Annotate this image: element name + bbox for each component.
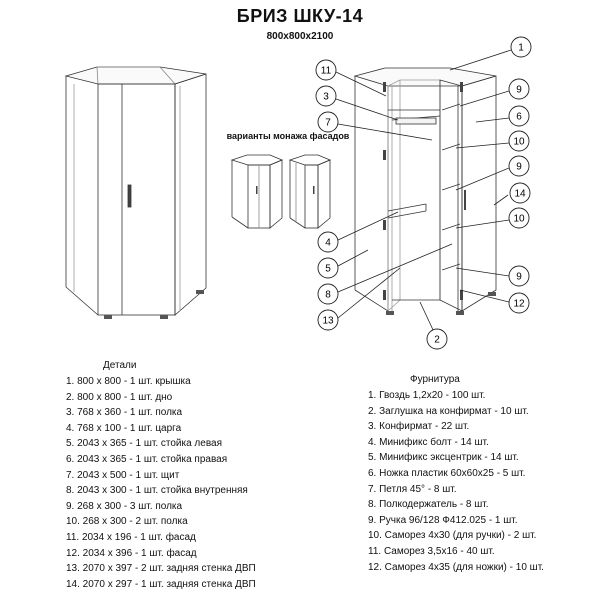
callout-11: 11 [315,59,337,81]
svg-text:4: 4 [325,238,331,249]
parts-list-item: 11. 2034 х 196 - 1 шт. фасад [66,531,196,543]
parts-list-item: 1. 800 х 800 - 1 шт. крышка [66,376,191,387]
callout-leaders [335,49,512,333]
page-title: БРИЗ ШКУ-14 [236,6,364,26]
callout-3: 3 [315,85,337,107]
callout-8: 8 [317,283,339,305]
svg-text:2: 2 [434,335,440,346]
hardware-list-item: 1. Гвоздь 1,2х20 - 100 шт. [368,390,486,401]
parts-list-item: 8. 2043 х 300 - 1 шт. стойка внутренняя [66,485,248,497]
callout-2: 2 [426,328,448,350]
svg-text:10: 10 [513,137,525,148]
hardware-list-item: 10. Саморез 4х30 (для ручки) - 2 шт. [368,530,537,542]
parts-list-item: 10. 268 х 300 - 2 шт. полка [66,516,188,528]
parts-list-item: 12. 2034 х 396 - 1 шт. фасад [66,547,197,559]
hardware-list-item: 9. Ручка 96/128 Ф412.025 - 1 шт. [368,514,518,526]
hardware-list-item: 3. Конфирмат - 22 шт. [368,421,470,433]
svg-text:7: 7 [325,118,331,129]
svg-text:9: 9 [516,272,522,283]
facade-variant-b [288,154,332,229]
hardware-list-item: 12. Саморез 4х35 (для ножки) - 10 шт. [368,561,544,573]
callout-9-middle: 9 [508,155,530,177]
svg-text:3: 3 [323,92,329,103]
callout-9-bottom: 9 [508,265,530,287]
hardware-list-item: 8. Полкодержатель - 8 шт. [368,499,489,511]
hardware-list-item: 2. Заглушка на конфирмат - 10 шт. [368,405,529,417]
svg-text:9: 9 [516,85,522,96]
callout-12: 12 [508,292,530,314]
parts-list-item: 5. 2043 х 365 - 1 шт. стойка левая [66,438,223,450]
hardware-list-item: 11. Саморез 3,5х16 - 40 шт. [368,545,495,557]
svg-text:13: 13 [322,316,334,327]
facade-variants-label: варианты монажа фасадов [226,131,350,141]
svg-text:8: 8 [325,290,331,301]
callout-10-bottom: 10 [508,207,530,229]
parts-list-item: 14. 2070 х 297 - 1 шт. задняя стенка ДВП [66,578,256,590]
callout-markers: 1 11 3 7 9 6 10 9 14 10 4 5 8 9 12 13 2 [315,36,532,350]
callout-5: 5 [317,257,339,279]
closed-wardrobe-drawing [64,66,207,319]
facade-variant-a [230,154,284,229]
hardware-list-item: 7. Петля 45° - 8 шт. [368,483,457,495]
parts-list-item: 3. 768 х 360 - 1 шт. полка [66,407,183,419]
hardware-list-item: 6. Ножка пластик 60х60х25 - 5 шт. [368,467,526,479]
svg-text:6: 6 [516,112,522,123]
parts-list: 1. 800 х 800 - 1 шт. крышка 2. 800 х 800… [66,374,256,592]
parts-list-item: 6. 2043 х 365 - 1 шт. стойка правая [66,453,228,465]
svg-text:9: 9 [516,162,522,173]
hardware-heading: Фурнитура [410,374,460,385]
callout-13: 13 [317,309,339,331]
svg-text:14: 14 [514,189,526,200]
hardware-list-item: 4. Минификс болт - 14 шт. [368,436,489,448]
svg-text:10: 10 [513,214,525,225]
parts-list-item: 13. 2070 х 397 - 2 шт. задняя стенка ДВП [66,563,256,575]
door-handle [127,184,132,208]
svg-text:12: 12 [513,299,525,310]
svg-text:11: 11 [321,66,332,77]
svg-text:1: 1 [518,43,524,54]
callout-14: 14 [509,182,531,204]
parts-list-item: 2. 800 х 800 - 1 шт. дно [66,391,173,403]
hardware-list: 1. Гвоздь 1,2х20 - 100 шт. 2. Заглушка н… [368,388,544,575]
parts-heading: Детали [103,360,137,371]
callout-6: 6 [508,105,530,127]
exploded-wardrobe-drawing [353,67,497,315]
callout-1: 1 [510,36,532,58]
callout-4: 4 [317,231,339,253]
callout-7: 7 [317,111,339,133]
parts-list-item: 9. 268 х 300 - 3 шт. полка [66,500,183,512]
hardware-list-item: 5. Минификс эксцентрик - 14 шт. [368,452,519,464]
svg-text:5: 5 [325,264,331,275]
callout-10-top: 10 [508,130,530,152]
callout-9-top: 9 [508,78,530,100]
parts-list-item: 7. 2043 х 500 - 1 шт. щит [66,469,180,481]
parts-list-item: 4. 768 х 100 - 1 шт. царга [66,422,182,434]
dimensions-label: 800х800х2100 [266,31,334,42]
